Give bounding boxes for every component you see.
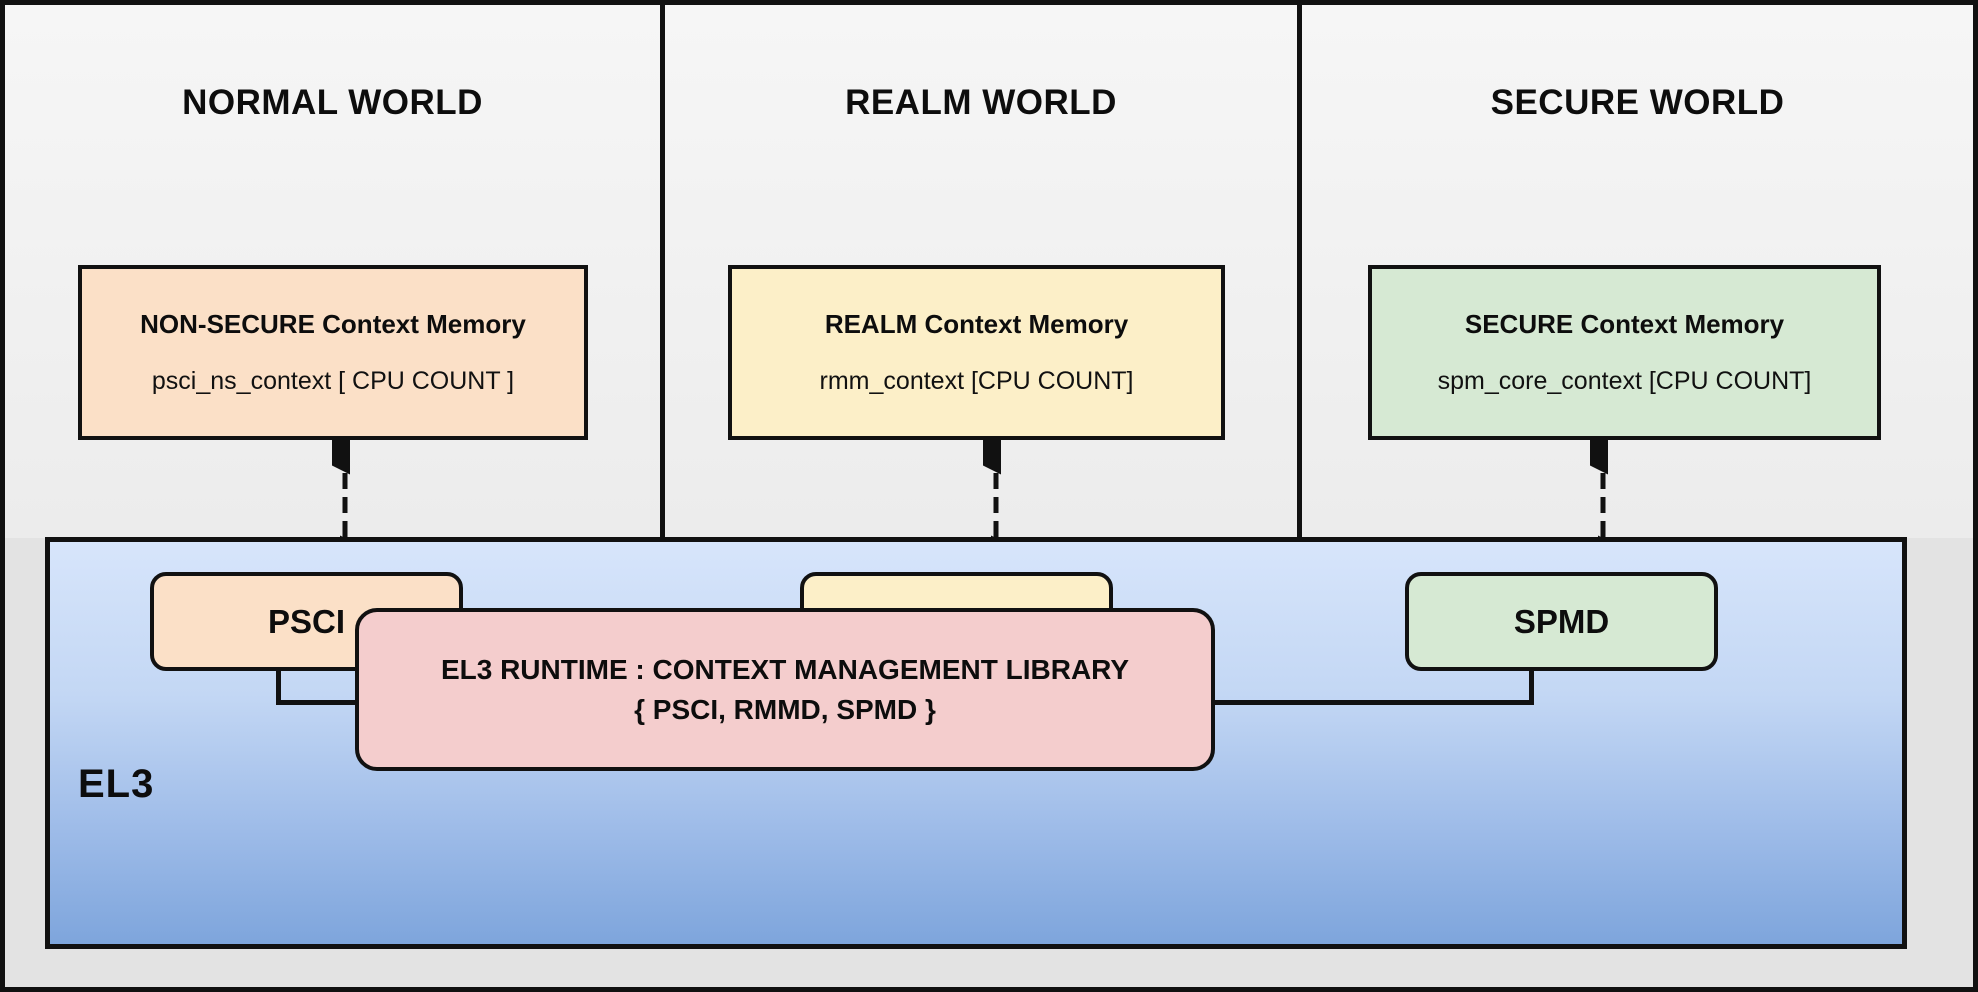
el3-runtime-library-box[interactable]: EL3 RUNTIME : CONTEXT MANAGEMENT LIBRARY… (355, 608, 1215, 771)
context-memory-box-realm: REALM Context Memory rmm_context [CPU CO… (728, 265, 1225, 440)
runtime-library-line-1: EL3 RUNTIME : CONTEXT MANAGEMENT LIBRARY (440, 653, 1130, 685)
context-memory-symbol-non-secure: psci_ns_context [ CPU COUNT ] (151, 367, 515, 395)
world-column-secure: SECURE WORLD (1302, 5, 1973, 538)
module-box-spmd[interactable]: SPMD (1405, 572, 1718, 671)
world-column-realm: REALM WORLD (665, 5, 1297, 538)
el3-panel: EL3 PSCI RMMD SPMD EL3 RUNTIME : CONTEXT… (45, 537, 1907, 949)
bidirectional-arrow-secure (1590, 440, 1616, 570)
world-column-normal: NORMAL WORLD (5, 5, 660, 538)
el3-label: EL3 (78, 762, 155, 806)
context-memory-title-secure: SECURE Context Memory (1464, 309, 1785, 339)
world-title-normal: NORMAL WORLD (182, 83, 483, 122)
world-divider-left (660, 5, 665, 540)
context-memory-title-non-secure: NON-SECURE Context Memory (140, 309, 526, 339)
connector-psci-vertical (276, 670, 281, 704)
bidirectional-arrow-realm (983, 440, 1009, 570)
context-memory-box-secure: SECURE Context Memory spm_core_context [… (1368, 265, 1881, 440)
world-title-realm: REALM WORLD (845, 83, 1117, 122)
runtime-library-line-2: { PSCI, RMMD, SPMD } (634, 693, 936, 725)
context-memory-symbol-realm: rmm_context [CPU COUNT] (819, 367, 1134, 395)
context-memory-box-non-secure: NON-SECURE Context Memory psci_ns_contex… (78, 265, 588, 440)
context-memory-title-realm: REALM Context Memory (824, 309, 1129, 339)
world-title-secure: SECURE WORLD (1490, 83, 1785, 122)
world-divider-right (1297, 5, 1302, 540)
context-memory-symbol-secure: spm_core_context [CPU COUNT] (1437, 367, 1812, 395)
connector-spmd-vertical (1529, 670, 1534, 704)
bidirectional-arrow-non-secure (332, 440, 358, 570)
